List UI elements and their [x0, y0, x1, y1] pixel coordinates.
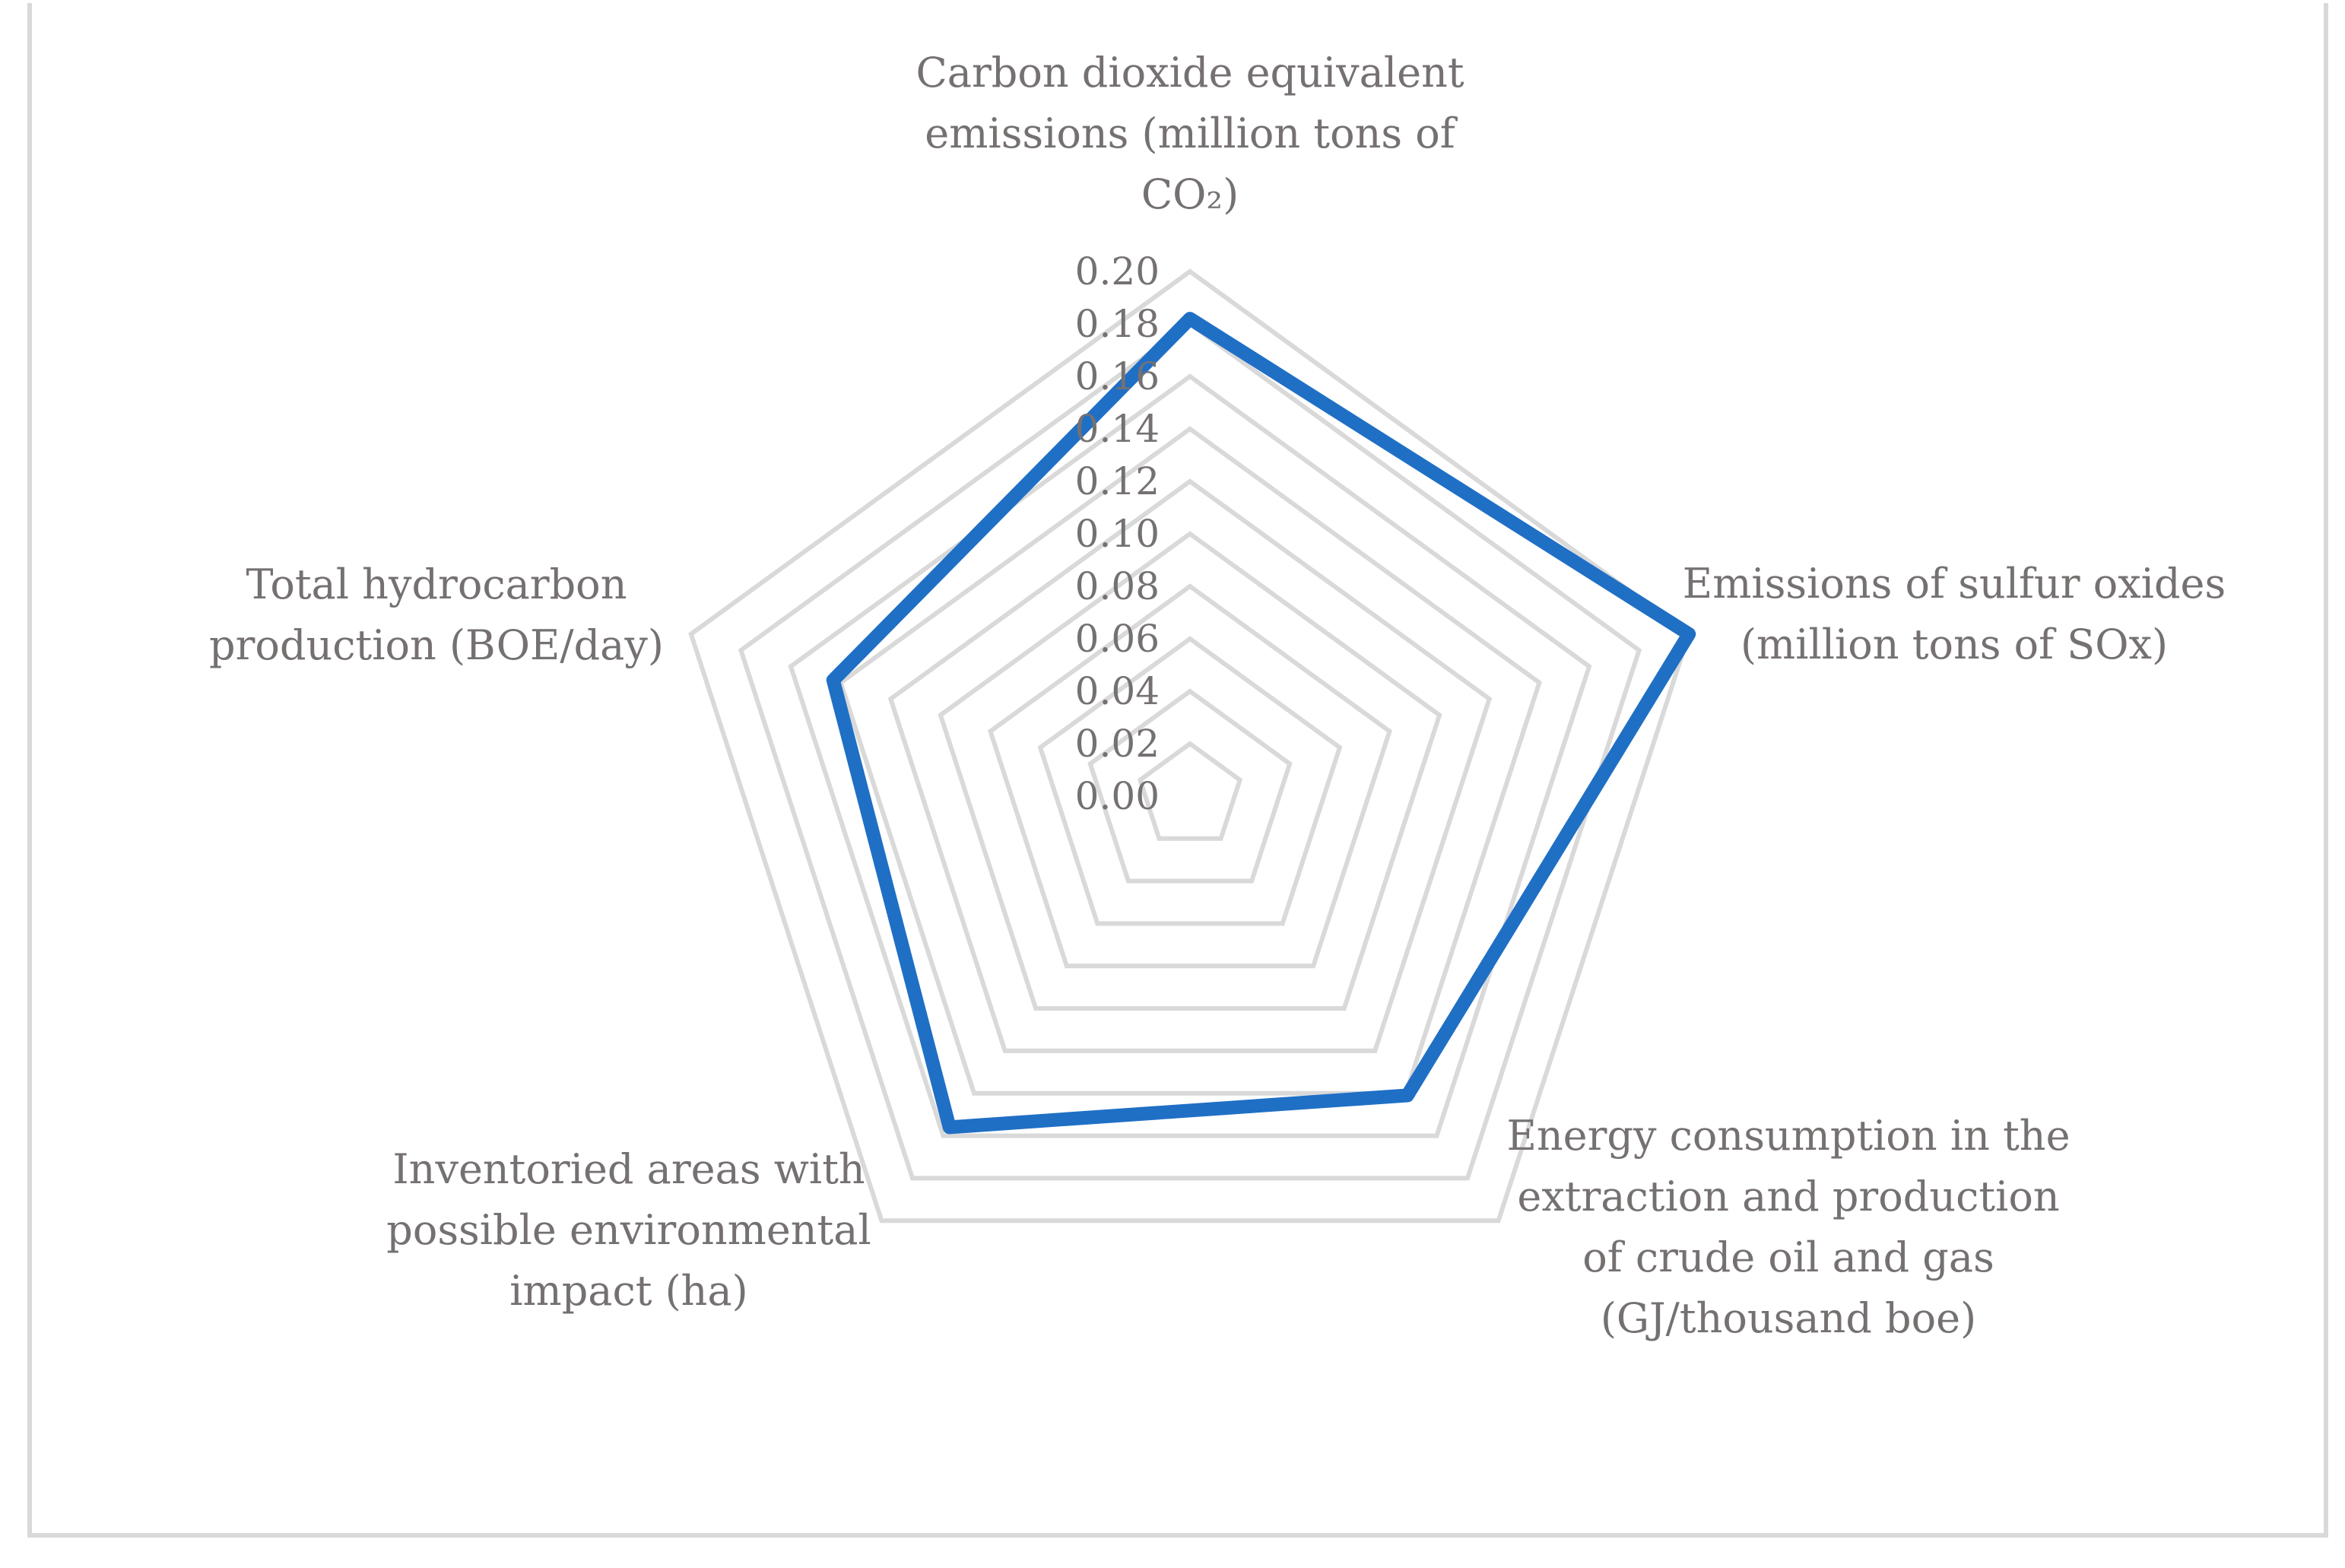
radar-chart: 0.00 0.02 0.04 0.06 0.08 0.10 0.12 0.14 0.16 0.18… [209, 49, 2226, 1342]
radial-tick-labels: 0.00 0.02 0.04 0.06 0.08 0.10 0.12 0.14 0.16 0.18… [1075, 249, 1160, 818]
tick-label-0.06: 0.06 [1075, 617, 1160, 661]
radar-grid [688, 268, 1692, 1224]
series-line-0 [826, 312, 1696, 1135]
tick-label-0.20: 0.20 [1075, 249, 1160, 294]
tick-label-0.18: 0.18 [1075, 302, 1160, 346]
tick-label-0.00: 0.00 [1075, 774, 1160, 818]
grid-ring-0.04 [1087, 688, 1293, 884]
grid-ring-0.06 [1037, 636, 1343, 926]
tick-label-0.02: 0.02 [1075, 722, 1160, 766]
tick-label-0.10: 0.10 [1075, 512, 1160, 556]
radar-series-layer [826, 312, 1696, 1135]
grid-ring-0.02 [1137, 741, 1243, 841]
grid-ring-0.18 [738, 321, 1642, 1181]
chart-frame: 0.00 0.02 0.04 0.06 0.08 0.10 0.12 0.14 0.16 0.18… [27, 3, 2328, 1538]
grid-ring-0.08 [987, 583, 1393, 969]
tick-label-0.14: 0.14 [1075, 407, 1160, 451]
axis-label-1: Emissions of sulfur oxides(million tons … [1683, 560, 2226, 668]
grid-ring-0.14 [838, 426, 1542, 1096]
tick-label-0.16: 0.16 [1075, 354, 1160, 398]
grid-ring-0.10 [938, 531, 1442, 1011]
grid-ring-0.12 [887, 478, 1493, 1053]
tick-label-0.12: 0.12 [1075, 459, 1160, 503]
grid-ring-0.16 [788, 373, 1592, 1138]
tick-label-0.04: 0.04 [1075, 669, 1160, 713]
tick-label-0.08: 0.08 [1075, 564, 1160, 608]
